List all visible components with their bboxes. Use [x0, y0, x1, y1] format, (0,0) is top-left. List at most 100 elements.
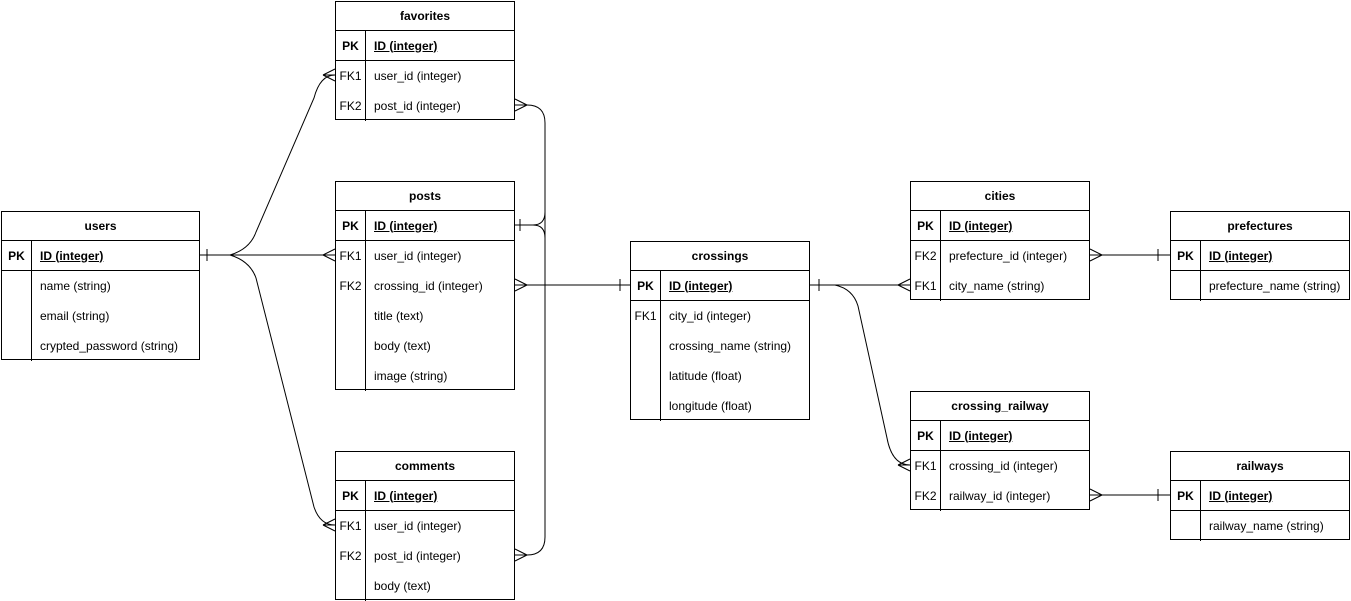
- key-label: [336, 571, 366, 601]
- field-row-users-2[interactable]: email (string): [2, 301, 199, 331]
- field-row-cities-1[interactable]: FK2 prefecture_id (integer): [911, 241, 1089, 271]
- key-label: [336, 331, 366, 361]
- key-label: FK2: [336, 271, 366, 301]
- entity-title-comments[interactable]: comments: [336, 452, 514, 481]
- key-label: FK2: [911, 241, 941, 271]
- entity-title-favorites[interactable]: favorites: [336, 2, 514, 31]
- field-row-crossings-4[interactable]: longitude (float): [631, 391, 809, 421]
- entity-title-railways[interactable]: railways: [1171, 452, 1349, 481]
- field-row-crossings-1[interactable]: FK1 city_id (integer): [631, 301, 809, 331]
- field-name: post_id (integer): [374, 549, 461, 563]
- field-row-crossing_railway-1[interactable]: FK1 crossing_id (integer): [911, 451, 1089, 481]
- field-row-cities-2[interactable]: FK1 city_name (string): [911, 271, 1089, 301]
- field-row-posts-2[interactable]: FK2 crossing_id (integer): [336, 271, 514, 301]
- entity-title-users[interactable]: users: [2, 212, 199, 241]
- entity-title-crossing_railway[interactable]: crossing_railway: [911, 392, 1089, 421]
- entity-title-cities[interactable]: cities: [911, 182, 1089, 211]
- key-label: [336, 361, 366, 391]
- field-name: body (text): [374, 579, 431, 593]
- field-name: ID (integer): [40, 248, 104, 263]
- field-row-cities-0[interactable]: PK ID (integer): [911, 211, 1089, 241]
- field-name: city_id (integer): [669, 309, 752, 323]
- field-name: body (text): [374, 339, 431, 353]
- field-name: ID (integer): [374, 488, 438, 503]
- entity-title-prefectures[interactable]: prefectures: [1171, 212, 1349, 241]
- entity-title-posts[interactable]: posts: [336, 182, 514, 211]
- field-name: name (string): [40, 279, 111, 293]
- field-name: latitude (float): [669, 369, 742, 383]
- field-name: ID (integer): [1209, 248, 1273, 263]
- field-row-crossing_railway-2[interactable]: FK2 railway_id (integer): [911, 481, 1089, 511]
- key-label: PK: [911, 211, 941, 240]
- field-row-prefectures-1[interactable]: prefecture_name (string): [1171, 271, 1349, 301]
- field-name: ID (integer): [1209, 488, 1273, 503]
- key-label: [631, 331, 661, 361]
- field-name: email (string): [40, 309, 110, 323]
- field-row-posts-5[interactable]: image (string): [336, 361, 514, 391]
- key-label: FK1: [911, 271, 941, 301]
- field-row-railways-0[interactable]: PK ID (integer): [1171, 481, 1349, 511]
- field-name: ID (integer): [949, 428, 1013, 443]
- entity-title-crossings[interactable]: crossings: [631, 242, 809, 271]
- key-label: [631, 361, 661, 391]
- field-row-users-1[interactable]: name (string): [2, 271, 199, 301]
- field-row-comments-3[interactable]: body (text): [336, 571, 514, 601]
- key-label: FK2: [911, 481, 941, 511]
- key-label: PK: [1171, 241, 1201, 270]
- field-name: user_id (integer): [374, 249, 462, 263]
- field-row-crossings-3[interactable]: latitude (float): [631, 361, 809, 391]
- field-name: railway_name (string): [1209, 519, 1324, 533]
- key-label: [1171, 511, 1201, 541]
- field-name: title (text): [374, 309, 424, 323]
- field-row-prefectures-0[interactable]: PK ID (integer): [1171, 241, 1349, 271]
- field-name: city_name (string): [949, 279, 1045, 293]
- key-label: PK: [336, 211, 366, 240]
- field-name: crossing_id (integer): [374, 279, 483, 293]
- field-name: ID (integer): [669, 278, 733, 293]
- field-row-crossings-2[interactable]: crossing_name (string): [631, 331, 809, 361]
- key-label: [2, 301, 32, 331]
- field-name: ID (integer): [949, 218, 1013, 233]
- key-label: FK2: [336, 541, 366, 571]
- key-label: FK1: [911, 451, 941, 481]
- key-label: FK1: [631, 301, 661, 331]
- field-row-posts-1[interactable]: FK1 user_id (integer): [336, 241, 514, 271]
- field-name: prefecture_id (integer): [949, 249, 1068, 263]
- key-label: FK1: [336, 61, 366, 91]
- field-row-railways-1[interactable]: railway_name (string): [1171, 511, 1349, 541]
- field-name: crossing_id (integer): [949, 459, 1058, 473]
- field-row-comments-2[interactable]: FK2 post_id (integer): [336, 541, 514, 571]
- field-name: railway_id (integer): [949, 489, 1051, 503]
- key-label: PK: [336, 31, 366, 60]
- field-row-users-3[interactable]: crypted_password (string): [2, 331, 199, 361]
- key-label: FK1: [336, 241, 366, 271]
- field-row-posts-4[interactable]: body (text): [336, 331, 514, 361]
- field-row-favorites-0[interactable]: PK ID (integer): [336, 31, 514, 61]
- field-name: crypted_password (string): [40, 339, 179, 353]
- key-label: [336, 301, 366, 331]
- key-label: [2, 271, 32, 301]
- field-name: ID (integer): [374, 38, 438, 53]
- key-label: PK: [1171, 481, 1201, 510]
- field-name: user_id (integer): [374, 519, 462, 533]
- field-row-posts-3[interactable]: title (text): [336, 301, 514, 331]
